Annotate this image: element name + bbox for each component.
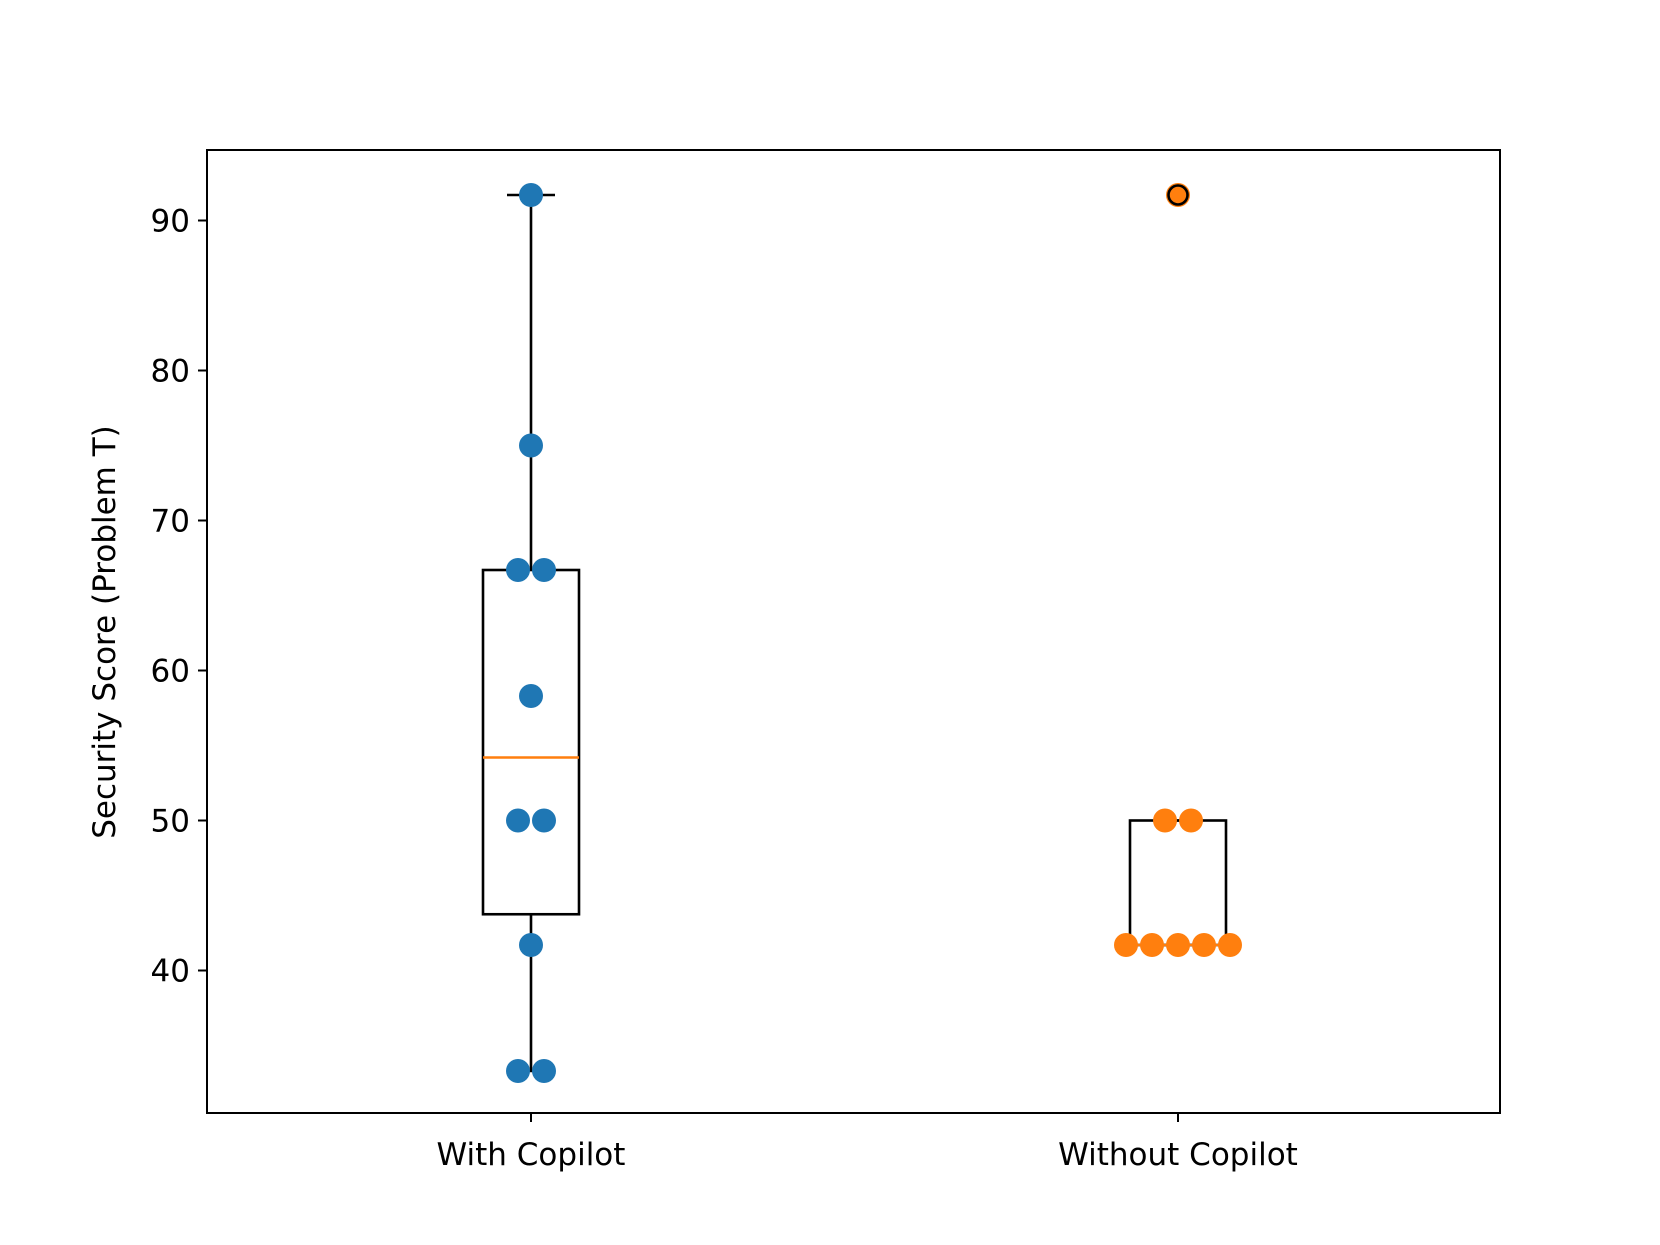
chart-marks <box>481 183 1242 1083</box>
data-point <box>1114 933 1138 957</box>
data-point <box>506 808 530 833</box>
plot-frame <box>206 149 1501 1114</box>
data-point <box>1166 933 1190 957</box>
plot-area-background <box>207 150 1500 1113</box>
y-tick-label: 70 <box>151 504 190 540</box>
data-point <box>1140 933 1164 957</box>
data-point <box>519 183 543 207</box>
y-tick-label: 60 <box>151 654 190 690</box>
outlier-marker <box>1167 184 1189 206</box>
data-point <box>532 558 556 582</box>
y-tick-label: 50 <box>151 804 190 840</box>
box-group-without-copilot <box>1114 183 1242 957</box>
data-point <box>519 933 543 957</box>
x-tick-label: Without Copilot <box>1058 1137 1298 1173</box>
y-tick-label: 40 <box>151 954 190 990</box>
data-point <box>519 684 543 708</box>
y-tick-label: 90 <box>151 204 190 240</box>
x-tick-label: With Copilot <box>437 1137 626 1173</box>
data-point <box>506 1059 530 1083</box>
y-tick-label: 80 <box>151 354 190 390</box>
data-point <box>1179 808 1203 833</box>
y-axis-label: Security Score (Problem T) <box>87 425 123 839</box>
data-point <box>1218 933 1242 957</box>
data-point <box>532 1059 556 1083</box>
data-point <box>532 808 556 833</box>
data-point <box>1153 808 1177 833</box>
data-point <box>519 433 543 458</box>
data-point <box>506 558 530 582</box>
box-iqr <box>481 568 581 916</box>
data-point <box>1192 933 1216 957</box>
box-group-with-copilot <box>481 183 581 1083</box>
